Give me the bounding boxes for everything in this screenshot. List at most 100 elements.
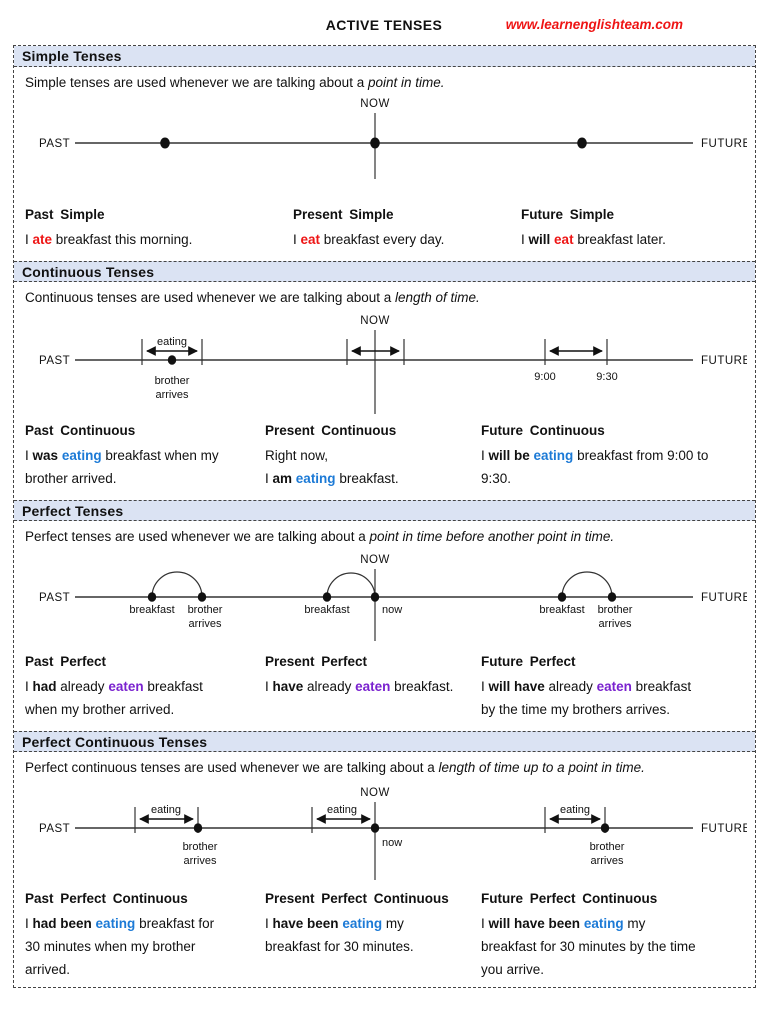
now-label: NOW	[360, 554, 390, 566]
description-text: Continuous tenses are used whenever we a…	[25, 290, 395, 305]
tense-example-sentence: I ate breakfast this morning.	[25, 228, 293, 251]
event-dot	[193, 823, 203, 833]
examples-row: Past Perfect Continuous I had been eatin…	[14, 889, 755, 981]
eating-label: eating	[327, 804, 357, 816]
sentence-segment: my	[382, 916, 404, 931]
event-dot	[167, 355, 177, 365]
time-end-label: 9:30	[596, 371, 617, 383]
tense-column-past-perfect-continuous: Past Perfect Continuous I had been eatin…	[25, 889, 265, 981]
time-start-label: 9:00	[534, 371, 555, 383]
sentence-segment: 30 minutes when my brother	[25, 939, 196, 954]
sentence-segment: eating	[533, 448, 574, 463]
timeline-simple-diagram: NOW PAST FUTURE	[14, 95, 755, 195]
section-description: Perfect continuous tenses are used whene…	[14, 752, 755, 776]
past-label: PAST	[39, 355, 70, 367]
sentence-segment: had been	[32, 916, 92, 931]
tense-column-future-perfect: Future Perfect I will have already eaten…	[481, 652, 746, 721]
arrives-label: arrives	[183, 855, 217, 867]
section-header-perfect-continuous: Perfect Continuous Tenses	[14, 731, 755, 752]
sentence-segment: my	[623, 916, 646, 931]
sentence-segment: breakfast for	[135, 916, 215, 931]
sentence-segment: when my brother arrived.	[25, 702, 175, 717]
sentence-segment: breakfast	[631, 679, 692, 694]
sentence-segment: ate	[32, 232, 53, 247]
sentence-segment: I	[25, 679, 33, 694]
tense-column-future-simple: Future Simple I will eat breakfast later…	[521, 205, 746, 251]
sentence-segment: breakfast from 9:00 to	[573, 448, 709, 463]
sentence-segment: breakfast for 30 minutes.	[265, 939, 414, 954]
page-title: ACTIVE TENSES	[325, 17, 443, 33]
now-label: NOW	[360, 787, 390, 799]
now-label: NOW	[360, 315, 390, 327]
sentence-segment: eating	[583, 916, 624, 931]
tense-title: Past Perfect Continuous	[25, 891, 188, 906]
future-point-dot	[577, 137, 587, 149]
brother-label: brother	[598, 604, 633, 616]
document-header: ACTIVE TENSES www.learnenglishteam.com	[0, 17, 768, 41]
tense-column-past-perfect: Past Perfect I had already eaten breakfa…	[25, 652, 265, 721]
section-continuous-tenses: Continuous Tenses Continuous tenses are …	[14, 261, 755, 490]
sentence-segment: I	[293, 232, 301, 247]
sequence-arc	[151, 571, 203, 598]
present-point-dot	[370, 137, 380, 149]
future-label: FUTURE	[701, 138, 747, 150]
description-italic: length of time up to a point in time.	[438, 760, 645, 775]
past-label: PAST	[39, 592, 70, 604]
sentence-segment: I	[521, 232, 529, 247]
sentence-segment: you arrive.	[481, 962, 545, 977]
section-simple-tenses: Simple Tenses Simple tenses are used whe…	[14, 46, 755, 251]
event-dot	[370, 592, 380, 602]
now-point-label: now	[382, 837, 402, 849]
examples-row: Past Continuous I was eating breakfast w…	[14, 421, 755, 490]
website-link[interactable]: www.learnenglishteam.com	[505, 17, 683, 32]
description-italic: length of time.	[394, 290, 480, 305]
sentence-segment: I	[265, 471, 273, 486]
eating-label: eating	[151, 804, 181, 816]
sentence-segment: eaten	[355, 679, 391, 694]
sentence-segment: have been	[272, 916, 339, 931]
sentence-segment: was	[32, 448, 59, 463]
description-italic: point in time before another point in ti…	[369, 529, 615, 544]
tense-example-sentence: I will eat breakfast later.	[521, 228, 746, 251]
breakfast-label: breakfast	[129, 604, 174, 616]
sentence-segment: breakfast every day.	[320, 232, 445, 247]
tense-title: Past Continuous	[25, 423, 136, 438]
tense-column-present-perfect: Present Perfect I have already eaten bre…	[265, 652, 481, 721]
future-label: FUTURE	[701, 823, 747, 835]
tense-example-sentence: Right now,I am eating breakfast.	[265, 444, 481, 490]
sentence-segment: brother arrived.	[25, 471, 117, 486]
tense-title: Present Perfect	[265, 654, 368, 669]
sentence-segment: by the time my brothers arrives.	[481, 702, 671, 717]
arrives-label: arrives	[598, 618, 632, 630]
tense-example-sentence: I eat breakfast every day.	[293, 228, 521, 251]
past-point-dot	[160, 137, 170, 149]
tense-title: Present Simple	[293, 207, 394, 222]
tense-column-present-perfect-continuous: Present Perfect Continuous I have been e…	[265, 889, 481, 981]
section-description: Simple tenses are used whenever we are t…	[14, 67, 755, 91]
examples-row: Past Perfect I had already eaten breakfa…	[14, 652, 755, 721]
breakfast-label: breakfast	[304, 604, 349, 616]
sentence-segment: eating	[61, 448, 102, 463]
sentence-segment: breakfast.	[390, 679, 454, 694]
sentence-segment: I	[25, 232, 33, 247]
sentence-segment: eaten	[596, 679, 632, 694]
tense-title: Past Simple	[25, 207, 105, 222]
sentence-segment: eating	[295, 471, 336, 486]
sentence-segment: have	[272, 679, 304, 694]
tense-title: Present Continuous	[265, 423, 397, 438]
tense-title: Present Perfect Continuous	[265, 891, 449, 906]
description-text: Perfect continuous tenses are used whene…	[25, 760, 439, 775]
timeline-perfect-continuous-diagram: NOW PAST FUTURE eating brother arrives e…	[14, 784, 755, 884]
tense-title: Future Perfect	[481, 654, 576, 669]
section-header-perfect: Perfect Tenses	[14, 500, 755, 521]
arrives-label: arrives	[188, 618, 222, 630]
sentence-segment: I	[481, 916, 489, 931]
sentence-segment: arrived.	[25, 962, 71, 977]
sentence-segment: breakfast for 30 minutes by the time	[481, 939, 696, 954]
